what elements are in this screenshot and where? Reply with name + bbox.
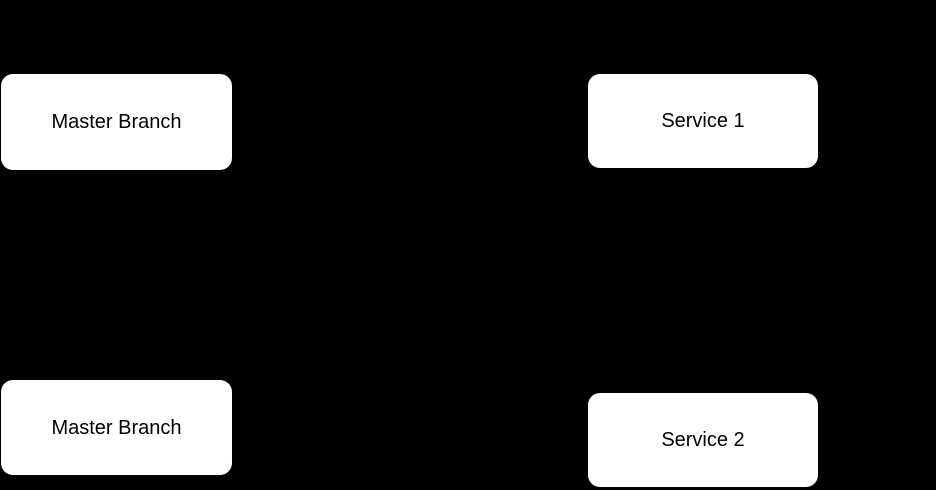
node-label: Master Branch: [51, 416, 182, 439]
node-label: Service 1: [661, 110, 745, 132]
node-service-2: Service 2: [588, 393, 818, 487]
node-label: Service 2: [661, 429, 745, 451]
node-label: Master Branch: [51, 111, 182, 133]
node-service-1: Service 1: [588, 74, 818, 168]
node-master-branch-bottom: Master Branch: [1, 380, 232, 475]
node-master-branch-top: Master Branch: [1, 74, 232, 170]
